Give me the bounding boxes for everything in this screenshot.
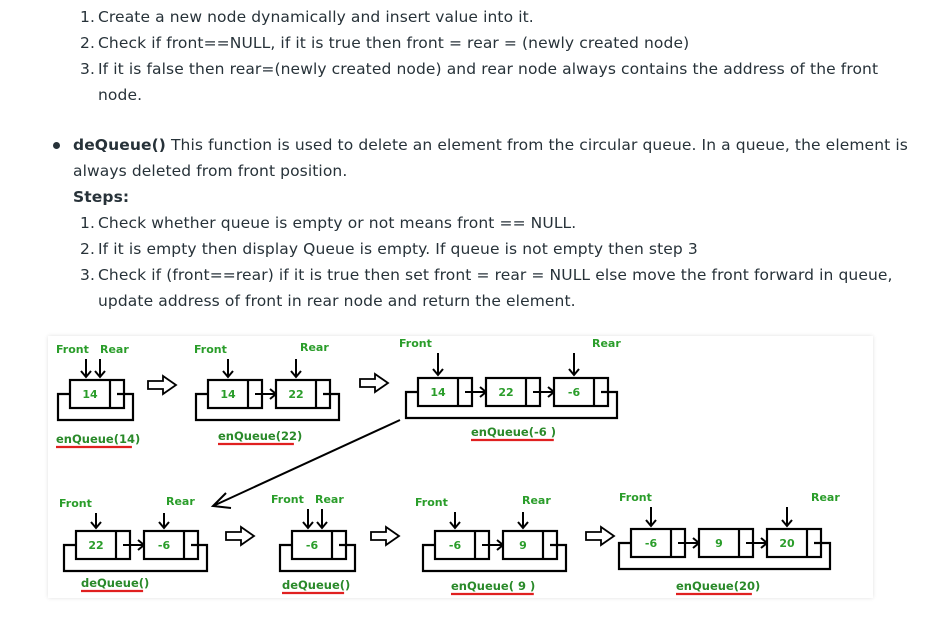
dequeue-desc-line-1: This function is used to delete an eleme… xyxy=(165,136,908,154)
node-value: 20 xyxy=(779,537,795,550)
front-label: Front xyxy=(56,343,89,356)
rear-pointer-arrow xyxy=(316,509,328,530)
circular-link xyxy=(62,543,209,573)
circular-link xyxy=(617,541,832,571)
front-pointer-arrow xyxy=(645,507,657,528)
rear-pointer-arrow xyxy=(158,513,170,530)
front-label: Front xyxy=(271,493,304,506)
rear-label: Rear xyxy=(100,343,129,356)
bullet xyxy=(53,142,60,149)
queue-node xyxy=(765,527,823,559)
node-value: 14 xyxy=(220,388,236,401)
transition-arrow xyxy=(370,525,401,547)
operation-label: enQueue(14) xyxy=(56,432,140,446)
circular-link xyxy=(194,392,341,422)
rear-pointer-arrow xyxy=(94,359,106,379)
circular-link xyxy=(421,543,568,573)
node-value: 22 xyxy=(288,388,303,401)
node-value: 9 xyxy=(715,537,723,550)
operation-label: enQueue( 9 ) xyxy=(451,579,535,593)
circular-link xyxy=(404,390,619,420)
rear-pointer-arrow xyxy=(781,507,793,528)
operation-label: enQueue(-6 ) xyxy=(471,425,556,439)
rear-pointer-arrow xyxy=(568,353,580,377)
step-text: Create a new node dynamically and insert… xyxy=(98,8,534,26)
enqueue-step-2: 2.Check if front==NULL, if it is true th… xyxy=(80,34,690,52)
front-label: Front xyxy=(399,337,432,350)
dequeue-step-3: 3.Check if (front==rear) if it is true t… xyxy=(80,266,893,284)
circular-link xyxy=(278,543,357,573)
front-pointer-arrow xyxy=(90,513,102,530)
queue-node xyxy=(142,529,200,561)
queue-node xyxy=(484,376,542,408)
queue-node xyxy=(433,529,491,561)
node-value: 22 xyxy=(498,386,513,399)
rear-label: Rear xyxy=(166,495,195,508)
front-label: Front xyxy=(194,343,227,356)
rear-label: Rear xyxy=(811,491,840,504)
queue-node xyxy=(552,376,610,408)
node-value: -6 xyxy=(306,539,319,552)
node-value: 14 xyxy=(82,388,98,401)
step-text: Check if (front==rear) if it is true the… xyxy=(98,266,893,284)
node-value: -6 xyxy=(158,539,171,552)
row-wrap-arrow xyxy=(210,419,401,509)
node-value: 14 xyxy=(430,386,446,399)
front-pointer-arrow xyxy=(449,512,461,530)
transition-arrow xyxy=(359,372,390,394)
step-text: If it is empty then display Queue is emp… xyxy=(98,240,698,258)
step-text: Check whether queue is empty or not mean… xyxy=(98,214,577,232)
front-pointer-arrow xyxy=(80,359,92,379)
operation-label: enQueue(22) xyxy=(218,429,302,443)
operation-label: enQueue(20) xyxy=(676,579,760,593)
rear-pointer-arrow xyxy=(517,512,529,530)
front-label: Front xyxy=(59,497,92,510)
operation-label: deQueue() xyxy=(81,576,149,590)
transition-arrow xyxy=(585,525,616,547)
steps-heading: Steps: xyxy=(73,188,130,206)
enqueue-step-3-continued: node. xyxy=(98,86,143,104)
rear-label: Rear xyxy=(315,493,344,506)
node-value: -6 xyxy=(645,537,658,550)
transition-arrow xyxy=(147,374,178,396)
front-pointer-arrow xyxy=(432,353,444,377)
rear-label: Rear xyxy=(300,341,329,354)
queue-node xyxy=(629,527,687,559)
rear-label: Rear xyxy=(522,494,551,507)
enqueue-step-3: 3.If it is false then rear=(newly create… xyxy=(80,60,879,78)
circular-link xyxy=(56,392,135,422)
rear-pointer-arrow xyxy=(290,359,302,379)
queue-node xyxy=(206,378,264,410)
enqueue-step-1: 1.Create a new node dynamically and inse… xyxy=(80,8,534,26)
front-label: Front xyxy=(619,491,652,504)
queue-node xyxy=(697,527,755,559)
queue-node xyxy=(501,529,559,561)
dequeue-description: deQueue() This function is used to delet… xyxy=(73,132,908,158)
transition-arrow xyxy=(225,525,256,547)
front-pointer-arrow xyxy=(222,359,234,379)
dequeue-step-1: 1.Check whether queue is empty or not me… xyxy=(80,214,577,232)
operation-label: deQueue() xyxy=(282,578,350,592)
front-label: Front xyxy=(415,496,448,509)
dequeue-desc-line-2: always deleted from front position. xyxy=(73,162,348,180)
dequeue-step-3-continued: update address of front in rear node and… xyxy=(98,292,576,310)
rear-label: Rear xyxy=(592,337,621,350)
queue-node xyxy=(290,529,348,561)
node-value: -6 xyxy=(568,386,581,399)
step-text: Check if front==NULL, if it is true then… xyxy=(98,34,690,52)
node-value: -6 xyxy=(449,539,462,552)
node-value: 22 xyxy=(88,539,103,552)
front-pointer-arrow xyxy=(302,509,314,530)
node-value: 9 xyxy=(519,539,527,552)
dequeue-step-2: 2.If it is empty then display Queue is e… xyxy=(80,240,698,258)
step-text: If it is false then rear=(newly created … xyxy=(98,60,879,78)
dequeue-func-name: deQueue() xyxy=(73,136,166,154)
